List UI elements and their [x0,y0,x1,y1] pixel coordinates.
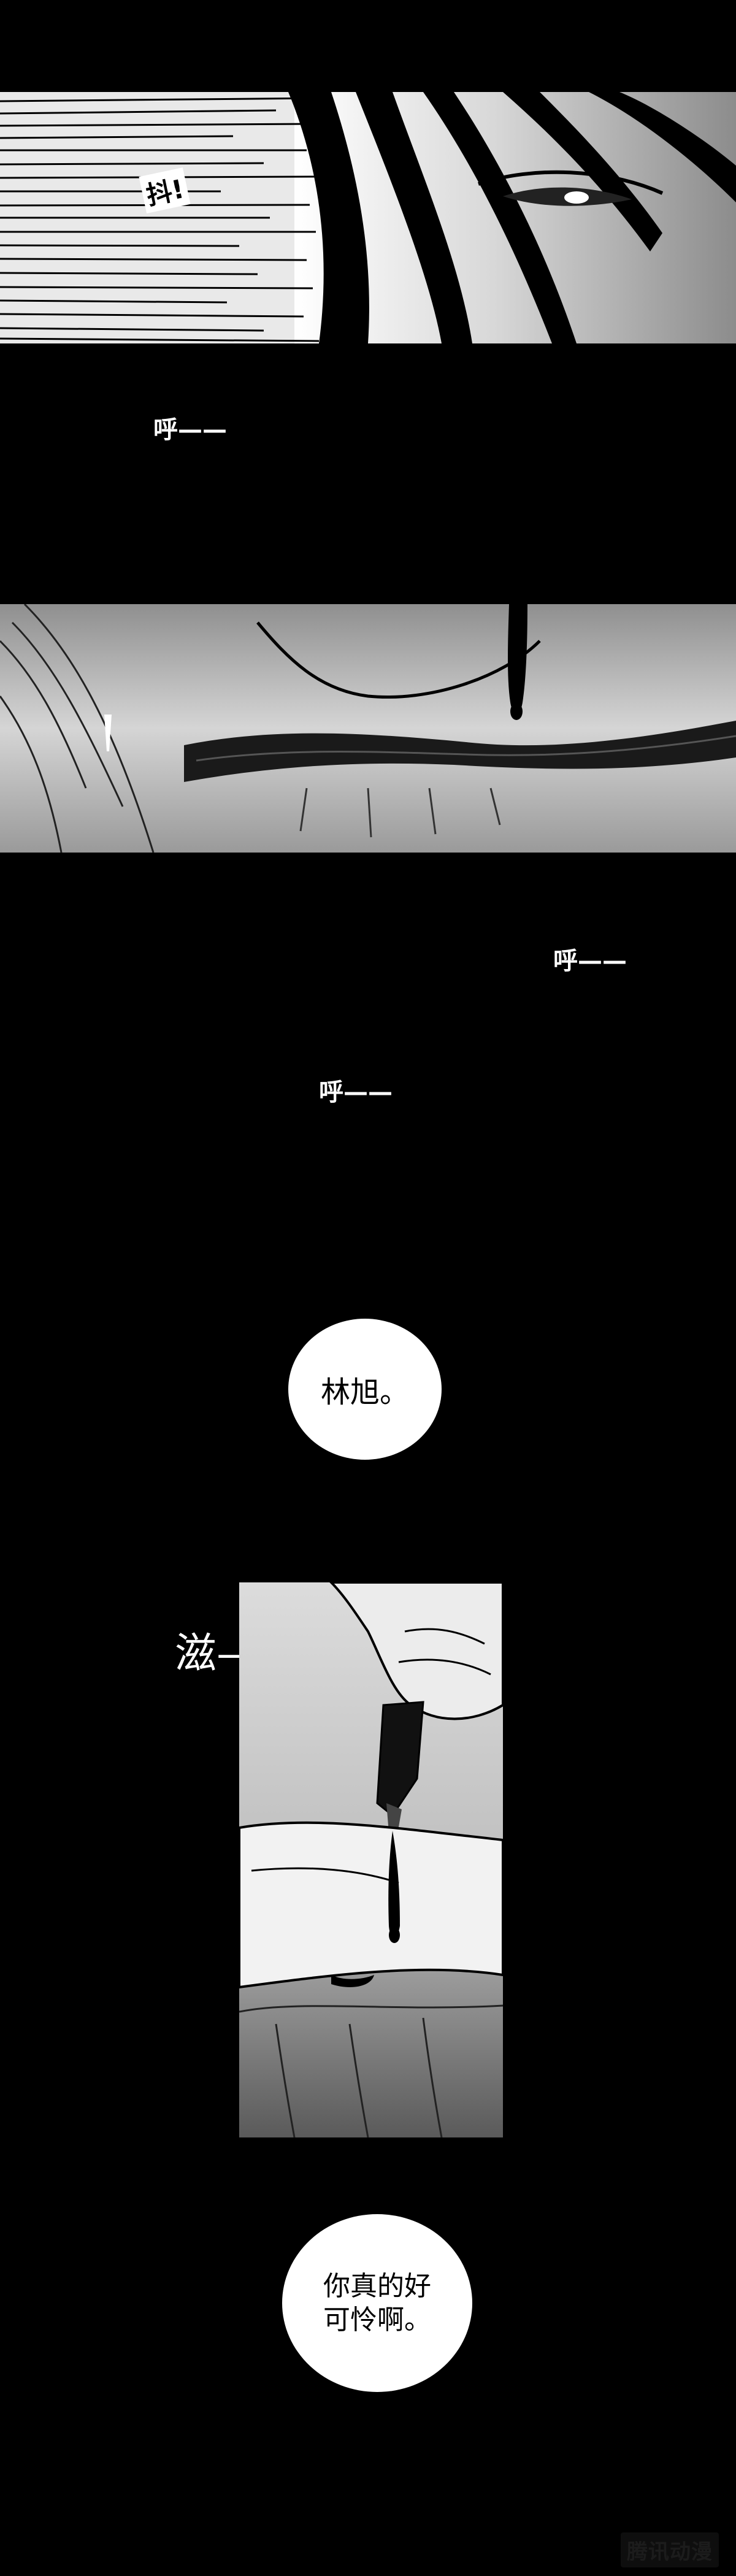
panel-knife-hand [239,1582,503,2137]
watermark-logo: 腾讯动漫 [621,2532,719,2567]
panel-eye-closeup: 抖! [0,92,736,343]
panel-mouth-closeup [0,604,736,853]
speech-line-2b: 可怜啊。 [323,2304,431,2336]
knife-hand-illustration [239,1582,503,2137]
sfx-hu-1: 呼—— [153,416,227,444]
sfx-hu-2: 呼—— [553,947,627,975]
mouth-blood-illustration [0,604,736,853]
sfx-hu-3: 呼—— [319,1078,393,1106]
speech-bubble-1: 林旭。 [288,1319,442,1460]
speech-line-2a: 你真的好 [323,2271,431,2302]
eye-closeup-illustration [0,92,736,343]
speech-line-1: 林旭。 [320,1375,409,1409]
speech-bubble-2: 你真的好 可怜啊。 [282,2214,472,2392]
